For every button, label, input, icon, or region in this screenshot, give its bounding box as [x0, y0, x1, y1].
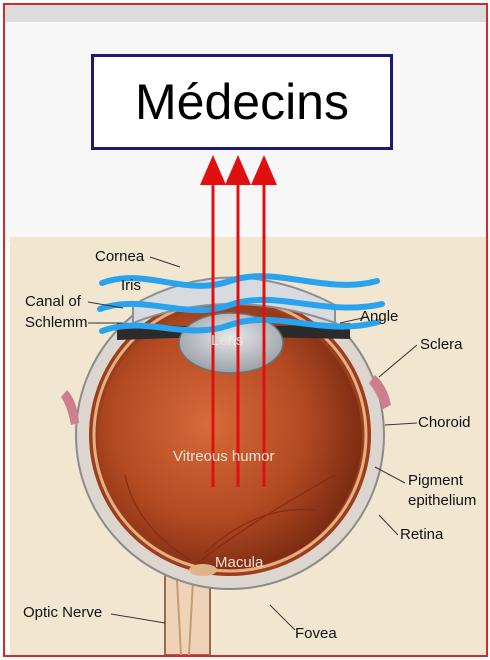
- vitreous-body: [98, 305, 362, 569]
- label-cornea: Cornea: [95, 248, 145, 265]
- label-macula: Macula: [215, 554, 264, 571]
- wave-2: [97, 296, 385, 314]
- leader-lines: [87, 256, 418, 631]
- label-retina: Retina: [400, 526, 444, 543]
- label-iris: Iris: [121, 277, 141, 294]
- slide-frame: Cornea Iris Canal of Schlemm Angle Lens …: [3, 3, 488, 657]
- label-sclera: Sclera: [420, 336, 463, 353]
- label-lens: Lens: [211, 332, 244, 349]
- top-bar: [5, 5, 486, 22]
- macula-spot: [189, 564, 217, 576]
- retinal-vessels: [124, 474, 336, 566]
- arrow-1-head: [200, 155, 226, 185]
- title-box: Médecins: [91, 54, 393, 150]
- label-optic-nerve: Optic Nerve: [23, 604, 102, 621]
- label-pigment-line2: epithelium: [408, 492, 476, 509]
- wave-3: [99, 316, 381, 334]
- label-canal-line1: Canal of: [25, 293, 82, 310]
- muscle-right: [369, 375, 391, 409]
- label-pigment-line1: Pigment: [408, 472, 464, 489]
- title-text: Médecins: [135, 74, 349, 130]
- label-canal-line2: Schlemm: [25, 314, 88, 331]
- arrow-2-head: [225, 155, 251, 185]
- optic-nerve-fibers: [176, 579, 194, 655]
- wave-1: [99, 273, 380, 289]
- label-vitreous: Vitreous humor: [173, 448, 274, 465]
- eye-diagram: Cornea Iris Canal of Schlemm Angle Lens …: [10, 155, 486, 655]
- arrow-3-head: [251, 155, 277, 185]
- label-angle: Angle: [360, 308, 398, 325]
- muscle-left: [61, 390, 79, 425]
- label-fovea: Fovea: [295, 625, 337, 642]
- label-choroid: Choroid: [418, 414, 471, 431]
